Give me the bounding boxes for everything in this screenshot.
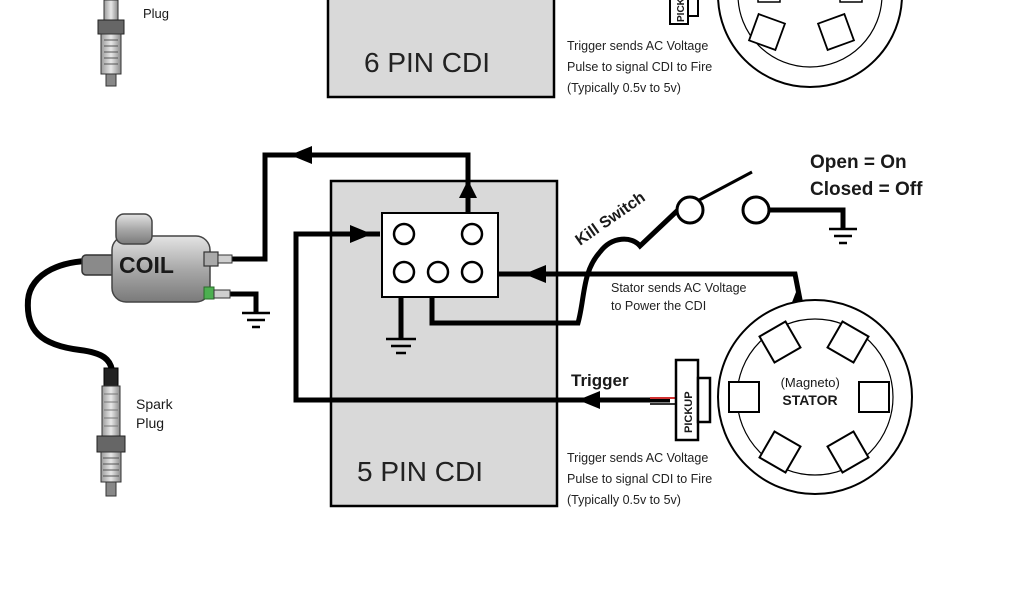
stator-pole-4: [858, 381, 890, 413]
cdi-title: 5 PIN CDI: [357, 456, 483, 487]
ignition-coil: [81, 213, 233, 303]
arrow-stator-into-cdi: [524, 265, 546, 283]
cdi-pin-1: [392, 222, 416, 246]
spark-plug: [96, 367, 126, 497]
trigger-note: Trigger sends AC Voltage Pulse to signal…: [567, 451, 716, 507]
switch-legend-open: Open = On: [810, 152, 907, 173]
stator-label-line-2: STATOR: [782, 392, 837, 408]
stator: [717, 299, 913, 495]
cdi-ground-icon: [386, 337, 416, 355]
coil-label: COIL: [119, 252, 174, 278]
wire-ht-lead: [24, 257, 115, 371]
cdi-connector: [381, 212, 499, 298]
cdi-pin-3: [392, 260, 416, 284]
switch-legend-closed: Closed = Off: [810, 179, 923, 200]
kill-switch-contact-left: [675, 195, 705, 225]
trigger-note-line-3: (Typically 0.5v to 5v): [567, 493, 681, 507]
arrow-into-cdi-left: [350, 225, 372, 243]
spark-plug-label-line-1: Spark: [136, 396, 174, 412]
cdi-pin-4: [426, 260, 450, 284]
spark-plug-label-line-2: Plug: [136, 415, 164, 431]
trigger-note-line-1: Trigger sends AC Voltage: [567, 451, 708, 465]
top-panel: Plug 6 PIN CDI PICKUP Trigger sends AC V…: [97, 0, 903, 99]
top-spark-plug: [97, 0, 125, 87]
wire-trigger-to-cdi: [293, 231, 670, 403]
top-pickup: PICKUP: [669, 0, 699, 25]
stator-pole-2: [826, 320, 870, 364]
wire-kill-switch: [429, 208, 680, 326]
coil-ground-icon: [242, 311, 270, 329]
pickup: PICKUP: [650, 358, 712, 442]
stator-label-line-1: (Magneto): [781, 375, 840, 390]
stator-note-line-2: to Power the CDI: [611, 299, 706, 313]
stator-pole-6: [826, 430, 870, 474]
arrow-up-to-pin: [459, 180, 477, 198]
spark-plug-label: Spark Plug: [136, 396, 176, 431]
top-trigger-note-line-2: Pulse to signal CDI to Fire: [567, 60, 712, 74]
ground-symbols: [242, 227, 857, 355]
switch-ground-icon: [829, 227, 857, 245]
kill-switch: [675, 170, 771, 225]
top-plug-label: Plug: [143, 6, 169, 21]
wire-coil-to-cdi: [230, 152, 471, 262]
top-trigger-note: Trigger sends AC Voltage Pulse to signal…: [567, 39, 716, 95]
top-stator: [717, 0, 903, 88]
stator-label: (Magneto) STATOR: [781, 375, 844, 408]
cdi-pin-5: [460, 260, 484, 284]
wire-coil-ground: [230, 291, 259, 312]
top-cdi-box: [326, 0, 556, 99]
arrow-to-coil: [290, 146, 312, 164]
main-panel: 5 PIN CDI: [24, 146, 923, 508]
stator-note: Stator sends AC Voltage to Power the CDI: [611, 281, 750, 313]
trigger-note-line-2: Pulse to signal CDI to Fire: [567, 472, 712, 486]
stator-pole-5: [758, 430, 802, 474]
switch-legend: Open = On Closed = Off: [810, 152, 923, 200]
top-pickup-label: PICKUP: [676, 0, 687, 22]
top-cdi-title: 6 PIN CDI: [364, 47, 490, 78]
cdi-pin-2: [460, 222, 484, 246]
wires: [24, 152, 846, 403]
wire-switch-ground: [770, 207, 846, 228]
top-trigger-note-line-3: (Typically 0.5v to 5v): [567, 81, 681, 95]
kill-switch-contact-right: [741, 195, 771, 225]
arrow-trigger-into-cdi: [578, 391, 600, 409]
pickup-label: PICKUP: [683, 391, 695, 433]
wire-stator-to-cdi: [498, 271, 805, 311]
trigger-label: Trigger: [571, 371, 629, 390]
stator-pole-3: [728, 381, 760, 413]
stator-pole-1: [758, 320, 802, 364]
stator-note-line-1: Stator sends AC Voltage: [611, 281, 747, 295]
top-trigger-note-line-1: Trigger sends AC Voltage: [567, 39, 708, 53]
